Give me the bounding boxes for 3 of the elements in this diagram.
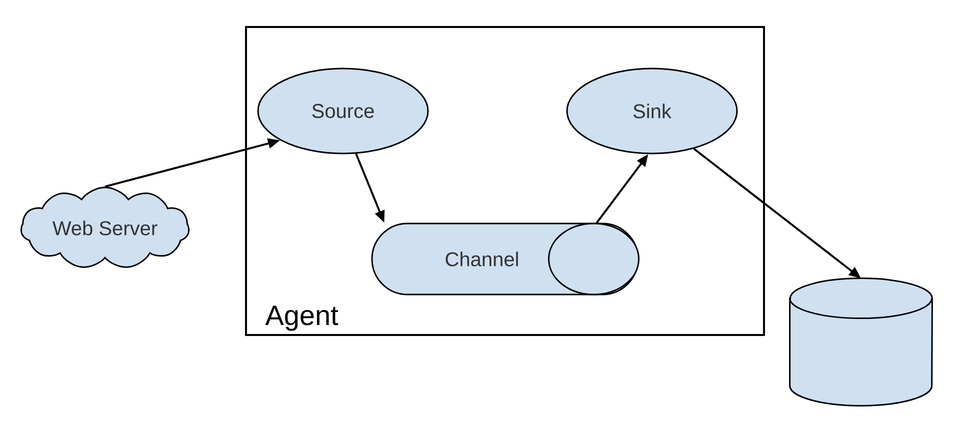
ellipse-node: Source [257,68,429,154]
database-cylinder [789,278,933,406]
ellipse-node: Sink [566,68,738,154]
